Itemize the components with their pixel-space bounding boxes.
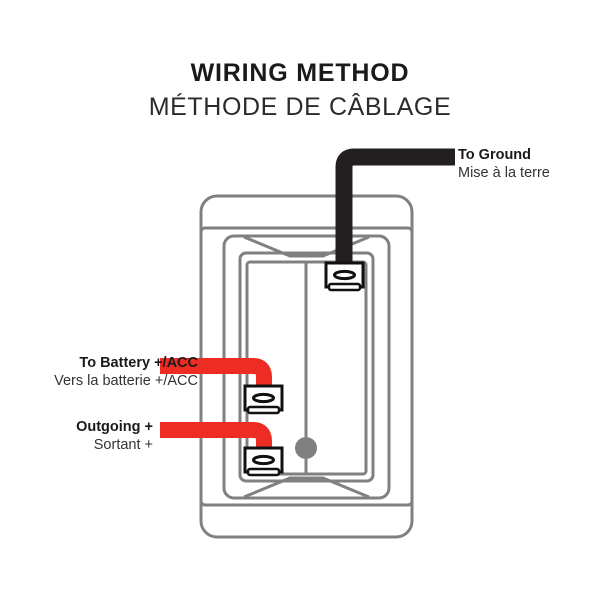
page-title-fr: MÉTHODE DE CÂBLAGE	[148, 93, 452, 121]
label-to-battery: To Battery +/ACC Vers la batterie +/ACC	[8, 354, 198, 391]
title-block: WIRING METHOD MÉTHODE DE CÂBLAGE	[0, 58, 600, 124]
battery-terminal	[243, 384, 284, 415]
rocker-bottom-bevel	[243, 476, 370, 499]
ground-wire	[335, 148, 455, 282]
battery-wire	[160, 358, 272, 404]
label-to-battery-fr: Vers la batterie +/ACC	[54, 373, 198, 389]
label-to-ground: To Ground Mise à la terre	[458, 146, 550, 183]
indicator-dot	[295, 437, 317, 459]
ground-terminal	[324, 261, 365, 292]
label-outgoing: Outgoing + Sortant +	[8, 418, 153, 455]
label-to-ground-en: To Ground	[458, 147, 532, 163]
battery-terminal-slot	[252, 392, 275, 404]
outgoing-terminal-slot	[252, 454, 275, 466]
ground-terminal-slot	[333, 269, 356, 281]
outgoing-wire	[160, 422, 272, 466]
page-title-en: WIRING METHOD	[190, 59, 410, 87]
label-to-battery-en: To Battery +/ACC	[79, 355, 198, 371]
label-to-ground-fr: Mise à la terre	[458, 165, 550, 181]
label-outgoing-en: Outgoing +	[76, 419, 153, 435]
outgoing-terminal	[243, 446, 284, 477]
label-outgoing-fr: Sortant +	[93, 437, 153, 453]
